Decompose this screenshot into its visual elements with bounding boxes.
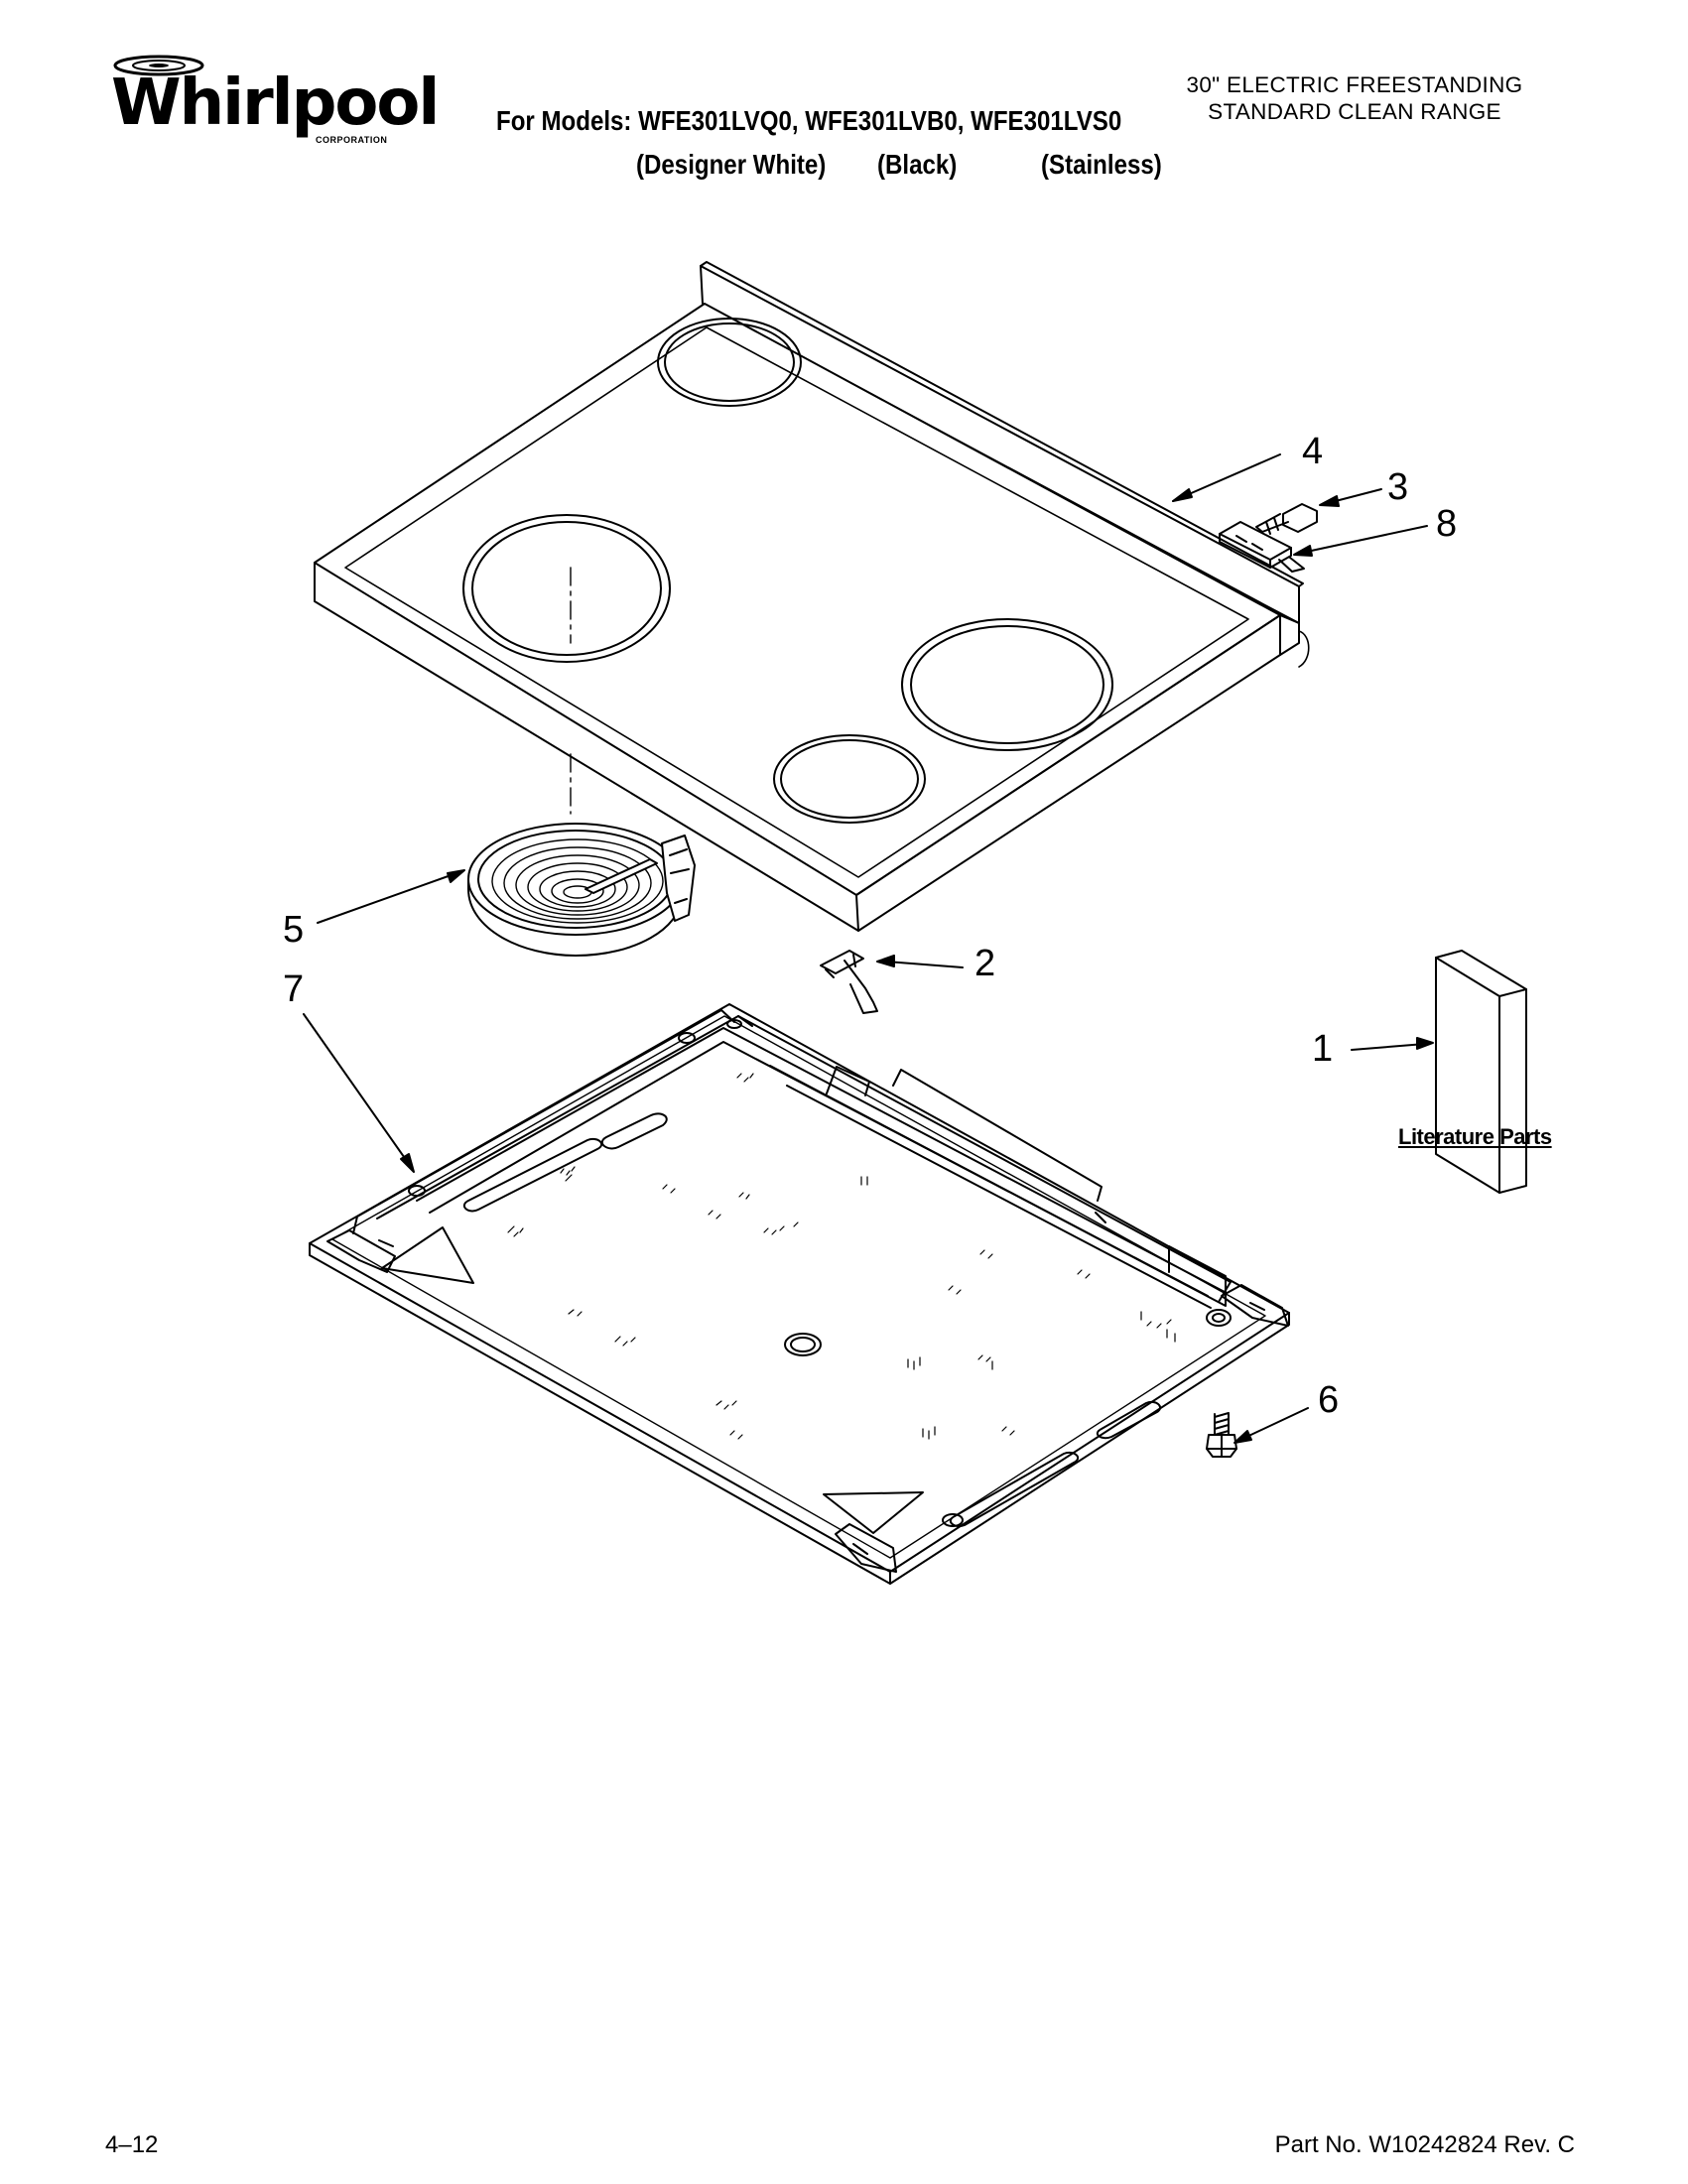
brand-wordmark: Whirlpool — [111, 66, 440, 140]
leader-arrow-2 — [885, 961, 964, 968]
literature-box-part-1 — [1435, 950, 1527, 1194]
leader-arrow-8 — [1301, 525, 1428, 554]
bolt-part-6 — [1206, 1412, 1237, 1458]
models-title: For Models: WFE301LVQ0, WFE301LVB0, WFE3… — [496, 105, 1122, 136]
cooktop-part-4 — [314, 261, 1310, 932]
burner-box-part-7 — [309, 1003, 1290, 1585]
finish-designer-white: (Designer White) — [636, 149, 827, 180]
finish-stainless: (Stainless) — [1041, 149, 1162, 180]
product-description: 30" ELECTRIC FREESTANDING STANDARD CLEAN… — [1146, 71, 1563, 125]
callout-2: 2 — [974, 943, 996, 984]
surface-element-part-5 — [467, 823, 696, 957]
bracket-part-8 — [1219, 521, 1305, 573]
callout-8: 8 — [1436, 503, 1458, 545]
callout-1: 1 — [1312, 1028, 1334, 1070]
leader-arrow-7 — [303, 1013, 410, 1165]
brand-subtitle: CORPORATION — [316, 135, 388, 145]
finish-black: (Black) — [877, 149, 958, 180]
leader-arrow-1 — [1351, 1043, 1426, 1051]
part-number: Part No. W10242824 Rev. C — [1274, 2131, 1575, 2158]
callout-6: 6 — [1318, 1379, 1340, 1421]
callout-3: 3 — [1387, 466, 1409, 508]
clip-part-2 — [820, 950, 878, 1014]
literature-parts-label: Literature Parts — [1398, 1124, 1552, 1149]
page-number: 4–12 — [105, 2131, 159, 2158]
screw-part-3 — [1255, 503, 1318, 535]
leader-arrow-5 — [317, 872, 457, 924]
callout-5: 5 — [283, 909, 305, 951]
logo-swoosh-icon — [113, 55, 204, 76]
callout-7: 7 — [283, 968, 305, 1010]
leader-arrow-6 — [1241, 1407, 1309, 1440]
callout-4: 4 — [1302, 431, 1324, 472]
product-line-1: 30" ELECTRIC FREESTANDING — [1186, 72, 1523, 97]
product-line-2: STANDARD CLEAN RANGE — [1208, 99, 1501, 124]
